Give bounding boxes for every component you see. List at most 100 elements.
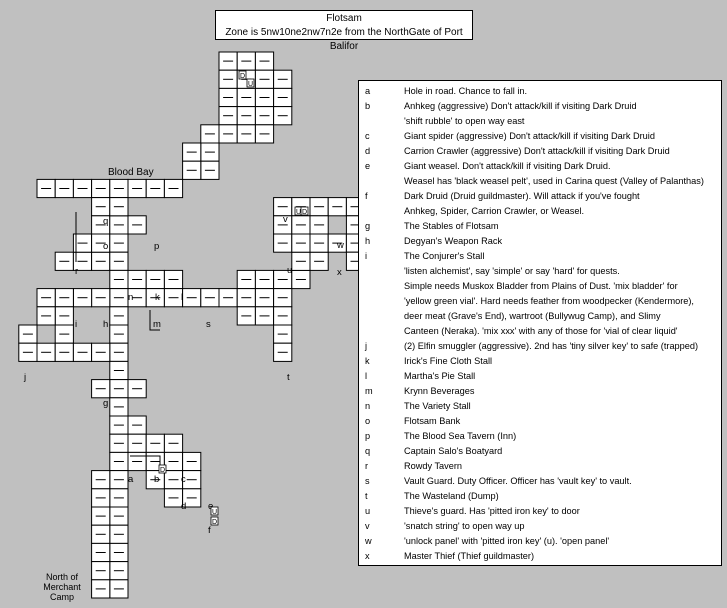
room-marker-t: t <box>287 372 290 383</box>
legend-key: s <box>365 476 370 486</box>
legend-key: a <box>365 86 371 96</box>
legend-row: d Carrion Crawler (aggressive) Don't atta… <box>359 144 721 159</box>
legend-row: a Hole in road. Chance to fall in. <box>359 84 721 99</box>
legend-row: g The Stables of Flotsam <box>359 219 721 234</box>
exit-marker-box <box>238 70 247 80</box>
exit-marker-box <box>210 506 219 516</box>
exit-marker: U <box>296 209 301 216</box>
legend-text: Simple needs Muskox Bladder from Plains … <box>404 281 678 291</box>
legend-key: w <box>365 536 372 546</box>
room-marker-m: m <box>153 319 161 330</box>
legend-key: o <box>365 416 371 426</box>
room-marker-r: r <box>75 266 78 277</box>
legend-text: Irick's Fine Cloth Stall <box>404 356 493 366</box>
legend-key: q <box>365 446 371 456</box>
legend-key: n <box>365 401 371 411</box>
legend-row: n The Variety Stall <box>359 399 721 414</box>
exit-marker: D <box>240 73 245 80</box>
room-marker-i: i <box>75 319 77 330</box>
legend-text: Master Thief (Thief guildmaster) <box>404 551 535 561</box>
legend-row: t The Wasteland (Dump) <box>359 489 721 504</box>
legend-text: The Variety Stall <box>404 401 471 411</box>
legend-text: 'listen alchemist', say 'simple' or say … <box>404 266 620 276</box>
legend-row: deer meat (Grave's End), wartroot (Bully… <box>359 309 721 324</box>
legend-text: Degyan's Weapon Rack <box>404 236 503 246</box>
legend-key: d <box>365 146 371 156</box>
legend-key: l <box>365 371 368 381</box>
room-marker-x: x <box>337 267 342 278</box>
legend-key: b <box>365 101 371 111</box>
legend-key: k <box>365 356 370 366</box>
legend-text: Hole in road. Chance to fall in. <box>404 86 528 96</box>
legend-key: g <box>365 221 371 231</box>
room-marker-c: c <box>181 474 186 485</box>
legend-text: The Wasteland (Dump) <box>404 491 499 501</box>
exit-marker: D <box>302 209 307 216</box>
room-marker-n: n <box>128 292 133 303</box>
legend-text: Martha's Pie Stall <box>404 371 476 381</box>
map-title: Flotsam <box>326 13 362 24</box>
legend-row: r Rowdy Tavern <box>359 459 721 474</box>
legend-text: Giant weasel. Don't attack/kill if visit… <box>404 161 611 171</box>
legend-row: j (2) Elfin smuggler (aggressive). 2nd ha… <box>359 339 721 354</box>
legend-key: j <box>365 341 368 351</box>
room-connector <box>149 310 160 331</box>
legend-text: deer meat (Grave's End), wartroot (Bully… <box>404 311 661 321</box>
exit-marker: D <box>212 519 217 526</box>
legend-row: Canteen (Neraka). 'mix xxx' with any of … <box>359 324 721 339</box>
legend-row: 'yellow green vial'. Hard needs feather … <box>359 294 721 309</box>
exit-marker-box <box>210 516 219 526</box>
legend-key: f <box>365 191 368 201</box>
legend-text: The Stables of Flotsam <box>404 221 499 231</box>
legend-row: s Vault Guard. Duty Officer. Officer has … <box>359 474 721 489</box>
legend-text: The Blood Sea Tavern (Inn) <box>404 431 517 441</box>
room-marker-q: q <box>103 216 108 227</box>
exit-marker-box <box>300 206 309 216</box>
legend-text: Vault Guard. Duty Officer. Officer has '… <box>404 476 632 486</box>
legend-text: (2) Elfin smuggler (aggressive). 2nd has… <box>404 341 699 351</box>
legend-text: The Conjurer's Stall <box>404 251 485 261</box>
legend-text: Krynn Beverages <box>404 386 475 396</box>
room-marker-h: h <box>103 319 108 330</box>
legend-text: 'shift rubble' to open way east <box>404 116 525 126</box>
legend-text: Carrion Crawler (aggressive) Don't attac… <box>404 146 670 156</box>
room-marker-o: o <box>103 241 108 252</box>
exit-marker: D <box>160 467 165 474</box>
legend-row: Simple needs Muskox Bladder from Plains … <box>359 279 721 294</box>
legend-row: f Dark Druid (Druid guildmaster). Will at… <box>359 189 721 204</box>
legend-row: p The Blood Sea Tavern (Inn) <box>359 429 721 444</box>
legend-row: v'snatch string' to open way up <box>359 519 721 534</box>
legend-text: Dark Druid (Druid guildmaster). Will att… <box>404 191 640 201</box>
legend-key: r <box>365 461 369 471</box>
room-marker-e: e <box>208 501 213 512</box>
legend-row: k Irick's Fine Cloth Stall <box>359 354 721 369</box>
room-marker-v: v <box>283 214 288 225</box>
legend-key: t <box>365 491 368 501</box>
legend-row: l Martha's Pie Stall <box>359 369 721 384</box>
legend-text: Rowdy Tavern <box>404 461 463 471</box>
room-marker-p: p <box>154 241 159 252</box>
legend-text: Canteen (Neraka). 'mix xxx' with any of … <box>404 326 678 336</box>
legend-text: 'snatch string' to open way up <box>404 521 525 531</box>
legend-row: 'shift rubble' to open way east <box>359 114 721 129</box>
legend-key: p <box>365 431 371 441</box>
legend-text: Flotsam Bank <box>404 416 461 426</box>
legend-text: 'yellow green vial'. Hard needs feather … <box>404 296 694 306</box>
legend-text: Weasel has 'black weasel pelt', used in … <box>404 176 704 186</box>
exit-arrows <box>22 60 361 590</box>
room-marker-k: k <box>155 292 160 303</box>
room-marker-d: d <box>181 501 186 512</box>
legend-text: Thieve's guard. Has 'pitted iron key' to… <box>404 506 580 516</box>
room-marker-b: b <box>154 474 159 485</box>
